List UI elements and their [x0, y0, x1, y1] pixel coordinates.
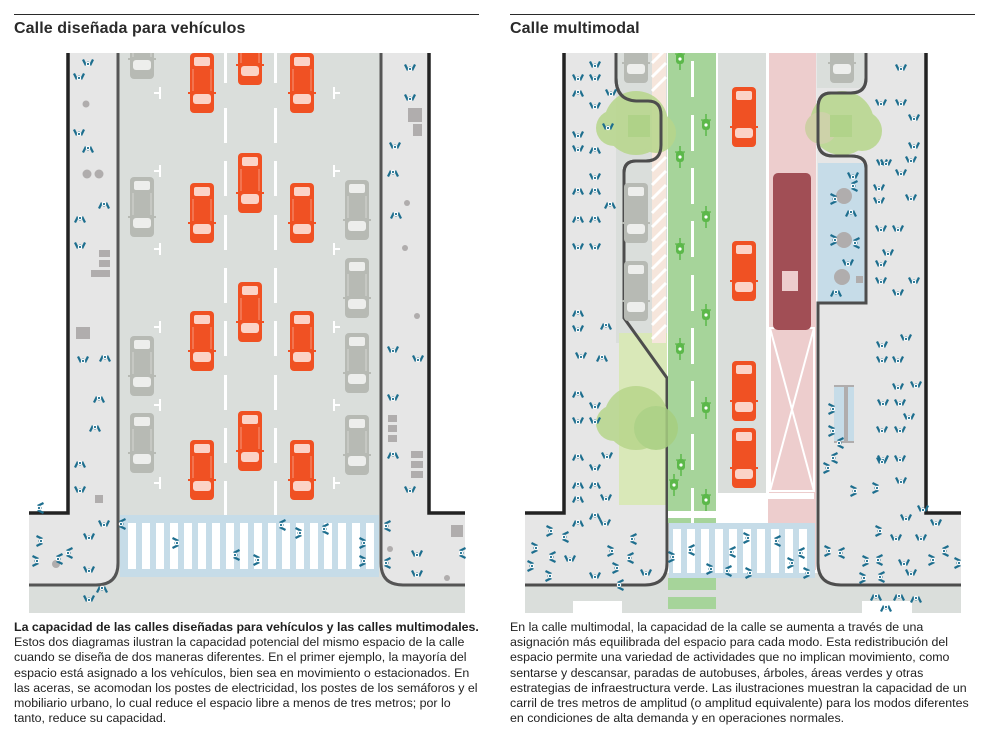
left-title-rule — [14, 14, 479, 15]
tree — [596, 386, 678, 450]
moving-car — [730, 361, 758, 421]
parked-car — [127, 176, 157, 238]
parked-car — [342, 257, 372, 319]
moving-car — [235, 410, 265, 472]
parked-car — [828, 53, 856, 83]
crosswalk — [120, 515, 379, 577]
left-caption: La capacidad de las calles diseñadas par… — [14, 620, 484, 726]
moving-car — [287, 439, 317, 501]
parked-car — [622, 261, 650, 321]
lane-markings — [224, 53, 277, 516]
left-panel-title: Calle diseñada para vehículos — [14, 20, 246, 37]
crosswalk — [669, 523, 815, 578]
moving-car — [287, 53, 317, 114]
parked-car — [342, 414, 372, 476]
moving-car — [730, 241, 758, 301]
tree — [805, 91, 882, 155]
moving-car — [187, 439, 217, 501]
moving-car — [187, 182, 217, 244]
street-furniture — [52, 100, 463, 581]
moving-car — [235, 281, 265, 343]
right-caption: En la calle multimodal, la capacidad de … — [510, 620, 975, 726]
moving-car — [730, 87, 758, 147]
parked-car — [127, 412, 157, 474]
moving-car — [235, 53, 265, 86]
right-panel-title: Calle multimodal — [510, 20, 640, 37]
multimodal-street-diagram — [496, 53, 984, 613]
parked-car — [622, 183, 650, 243]
bench — [834, 385, 854, 443]
parked-car — [127, 53, 157, 80]
tree — [596, 91, 676, 155]
parked-car — [622, 53, 650, 83]
parking-markings-left — [154, 87, 161, 489]
moving-car — [187, 53, 217, 114]
parked-car — [127, 335, 157, 397]
vehicle-street-diagram — [0, 53, 492, 613]
parking-markings-right — [333, 87, 340, 489]
parked-car — [342, 332, 372, 394]
parked-car — [342, 179, 372, 241]
seating-tables — [834, 188, 863, 285]
moving-car — [730, 428, 758, 488]
left-caption-heading: La capacidad de las calles diseñadas par… — [14, 620, 479, 634]
moving-car — [187, 310, 217, 372]
bus — [773, 173, 811, 330]
right-title-rule — [510, 14, 975, 15]
moving-car — [235, 152, 265, 214]
left-caption-body: Estos dos diagramas ilustran la capacida… — [14, 635, 478, 726]
moving-car — [287, 310, 317, 372]
moving-car — [287, 182, 317, 244]
right-caption-body: En la calle multimodal, la capacidad de … — [510, 620, 969, 726]
buffer-hatch — [650, 53, 668, 343]
